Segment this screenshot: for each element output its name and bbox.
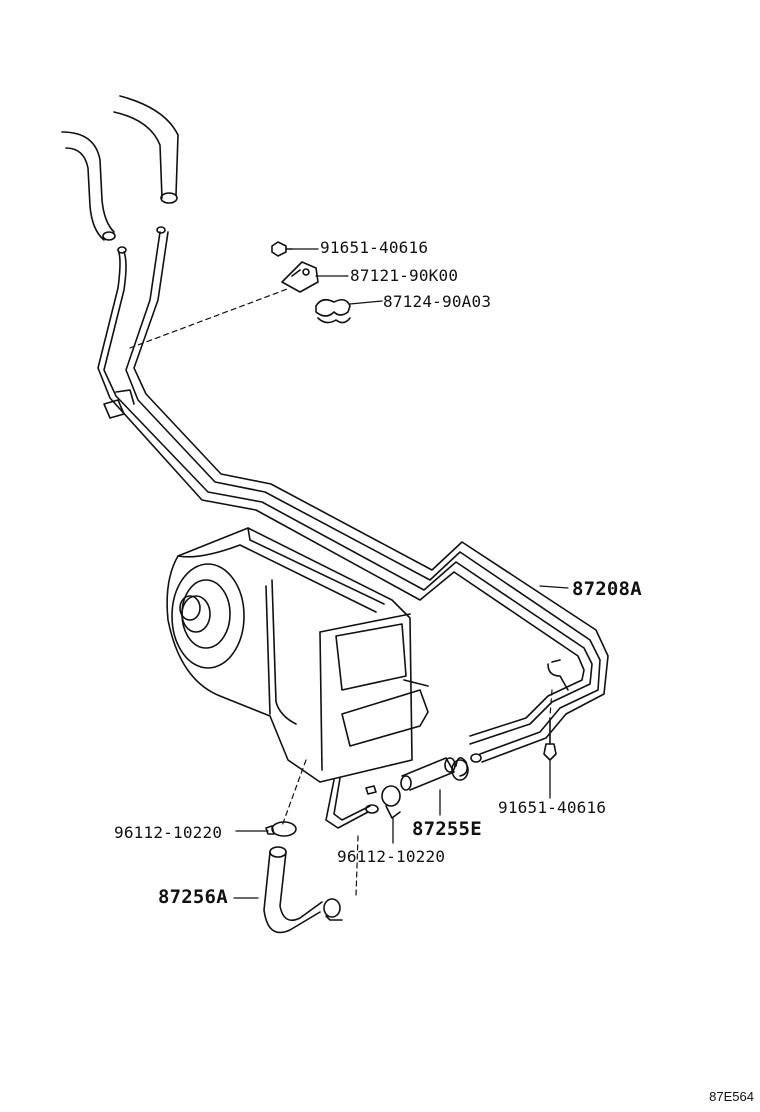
pipe-87208A — [97, 226, 609, 763]
bolt-top — [271, 241, 293, 257]
callout-hose-left: 87256A — [158, 886, 228, 908]
callout-clip-left: 96112-10220 — [114, 823, 223, 842]
clip-left — [265, 821, 297, 837]
callout-pipe: 87208A — [572, 578, 642, 600]
upper-hose-left — [61, 131, 116, 241]
callout-bolt-top: 91651-40616 — [320, 238, 429, 257]
hose-clips — [381, 759, 469, 819]
hose-87255E — [400, 757, 468, 791]
bolt-right — [543, 717, 557, 761]
callout-clamp: 87124-90A03 — [383, 292, 492, 311]
hose-87256A — [263, 846, 343, 934]
callout-bracket: 87121-90K00 — [350, 266, 459, 285]
dashed-guides — [129, 287, 553, 897]
bracket-87121 — [281, 261, 319, 293]
reference-code: 87E564 — [709, 1089, 754, 1104]
clamp-87124 — [315, 298, 351, 324]
callout-hose-right: 87255E — [412, 818, 482, 840]
upper-hose-right — [113, 95, 179, 204]
leader-lines — [233, 248, 569, 899]
lower-pipe — [325, 777, 379, 829]
heater-unit — [166, 527, 429, 783]
callout-clip-center: 96112-10220 — [337, 847, 446, 866]
callout-bolt-right: 91651-40616 — [498, 798, 607, 817]
